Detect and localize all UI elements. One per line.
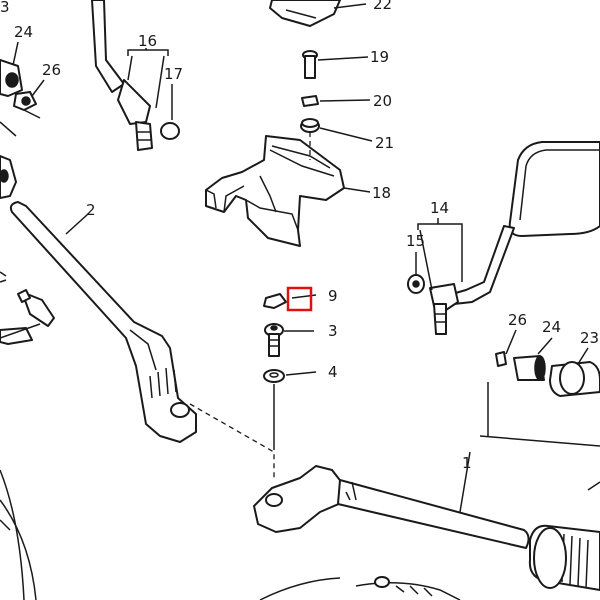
left-edge-parts bbox=[0, 155, 55, 600]
label-17: 17 bbox=[164, 65, 183, 83]
label-24-top-left: 24 bbox=[14, 23, 33, 41]
part-group-22: 22 bbox=[269, 0, 392, 27]
mirror-assembly: 14 15 bbox=[406, 141, 600, 335]
part-19-bolt: 19 bbox=[302, 48, 389, 79]
label-26-right: 26 bbox=[508, 311, 527, 329]
fastener-stack: 9 3 4 bbox=[263, 286, 338, 450]
part-9-nut bbox=[263, 293, 287, 309]
part-18-bracket: 18 bbox=[205, 132, 391, 247]
part-group-top-left: 3 24 26 bbox=[0, 0, 61, 137]
part-1-handlebar: 1 bbox=[253, 451, 600, 600]
part-21-washer: 21 bbox=[300, 118, 394, 152]
label-1: 1 bbox=[462, 454, 472, 472]
label-9: 9 bbox=[328, 287, 338, 305]
label-21: 21 bbox=[375, 134, 394, 152]
label-20: 20 bbox=[373, 92, 392, 110]
label-15: 15 bbox=[406, 232, 425, 250]
label-14: 14 bbox=[430, 199, 449, 217]
grip-end-parts: 26 24 23 bbox=[479, 311, 600, 491]
label-23: 23 bbox=[580, 329, 599, 347]
part-3-bolt-shank bbox=[268, 333, 280, 357]
highlight-box bbox=[286, 286, 313, 312]
part-20-nut: 20 bbox=[301, 92, 392, 110]
label-4: 4 bbox=[328, 363, 338, 381]
label-22: 22 bbox=[373, 0, 392, 13]
part-group-16-17: 16 17 bbox=[91, 0, 183, 151]
label-2: 2 bbox=[86, 201, 96, 219]
part-4-washer bbox=[263, 369, 285, 383]
label-3-top-left: 3 bbox=[0, 0, 10, 16]
label-24-right: 24 bbox=[542, 318, 561, 336]
label-3: 3 bbox=[328, 322, 338, 340]
label-16: 16 bbox=[138, 32, 157, 50]
label-18: 18 bbox=[372, 184, 391, 202]
label-19: 19 bbox=[370, 48, 389, 66]
part-2-lever: 2 bbox=[9, 201, 275, 480]
label-26-top-left: 26 bbox=[42, 61, 61, 79]
